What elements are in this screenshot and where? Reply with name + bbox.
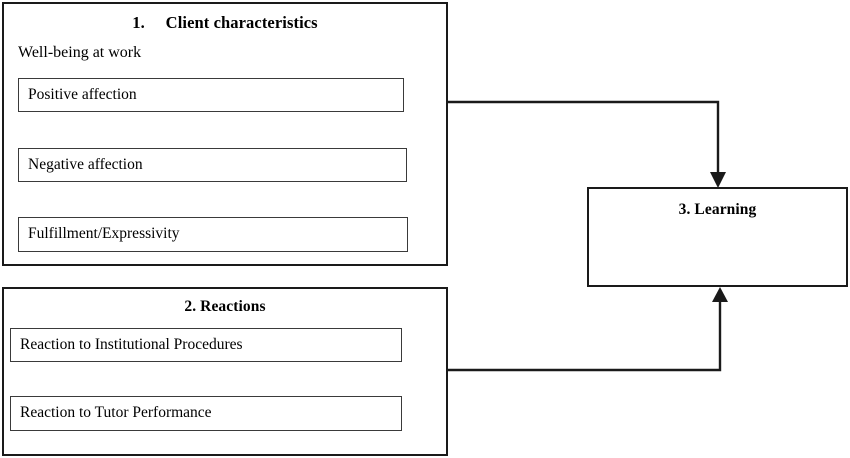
item-label: Fulfillment/Expressivity [28, 225, 180, 243]
item-box-reaction-tutor-performance[interactable]: Reaction to Tutor Performance [10, 396, 402, 431]
item-label: Reaction to Tutor Performance [20, 404, 212, 422]
box-learning-title: 3. Learning [678, 201, 757, 218]
connector-client-to-learning [447, 100, 726, 188]
arrowhead-down-icon [710, 172, 726, 188]
arrowhead-up-icon [712, 287, 728, 302]
item-box-positive-affection[interactable]: Positive affection [18, 78, 404, 112]
item-label: Reaction to Institutional Procedures [20, 335, 243, 353]
connector-reactions-to-learning [447, 287, 728, 372]
group-client-title: 1. Client characteristics [132, 13, 318, 32]
section-label-wellbeing: Well-being at work [18, 44, 142, 61]
group-reactions-title: 2. Reactions [184, 298, 266, 315]
item-box-negative-affection[interactable]: Negative affection [18, 148, 407, 182]
item-box-fulfillment-expressivity[interactable]: Fulfillment/Expressivity [18, 217, 408, 252]
group-client-characteristics: 1. Client characteristics Well-being at … [2, 2, 448, 266]
item-label: Positive affection [28, 85, 137, 103]
item-label: Negative affection [28, 155, 143, 173]
item-box-reaction-institutional-procedures[interactable]: Reaction to Institutional Procedures [10, 328, 402, 362]
box-learning: 3. Learning [587, 187, 848, 287]
